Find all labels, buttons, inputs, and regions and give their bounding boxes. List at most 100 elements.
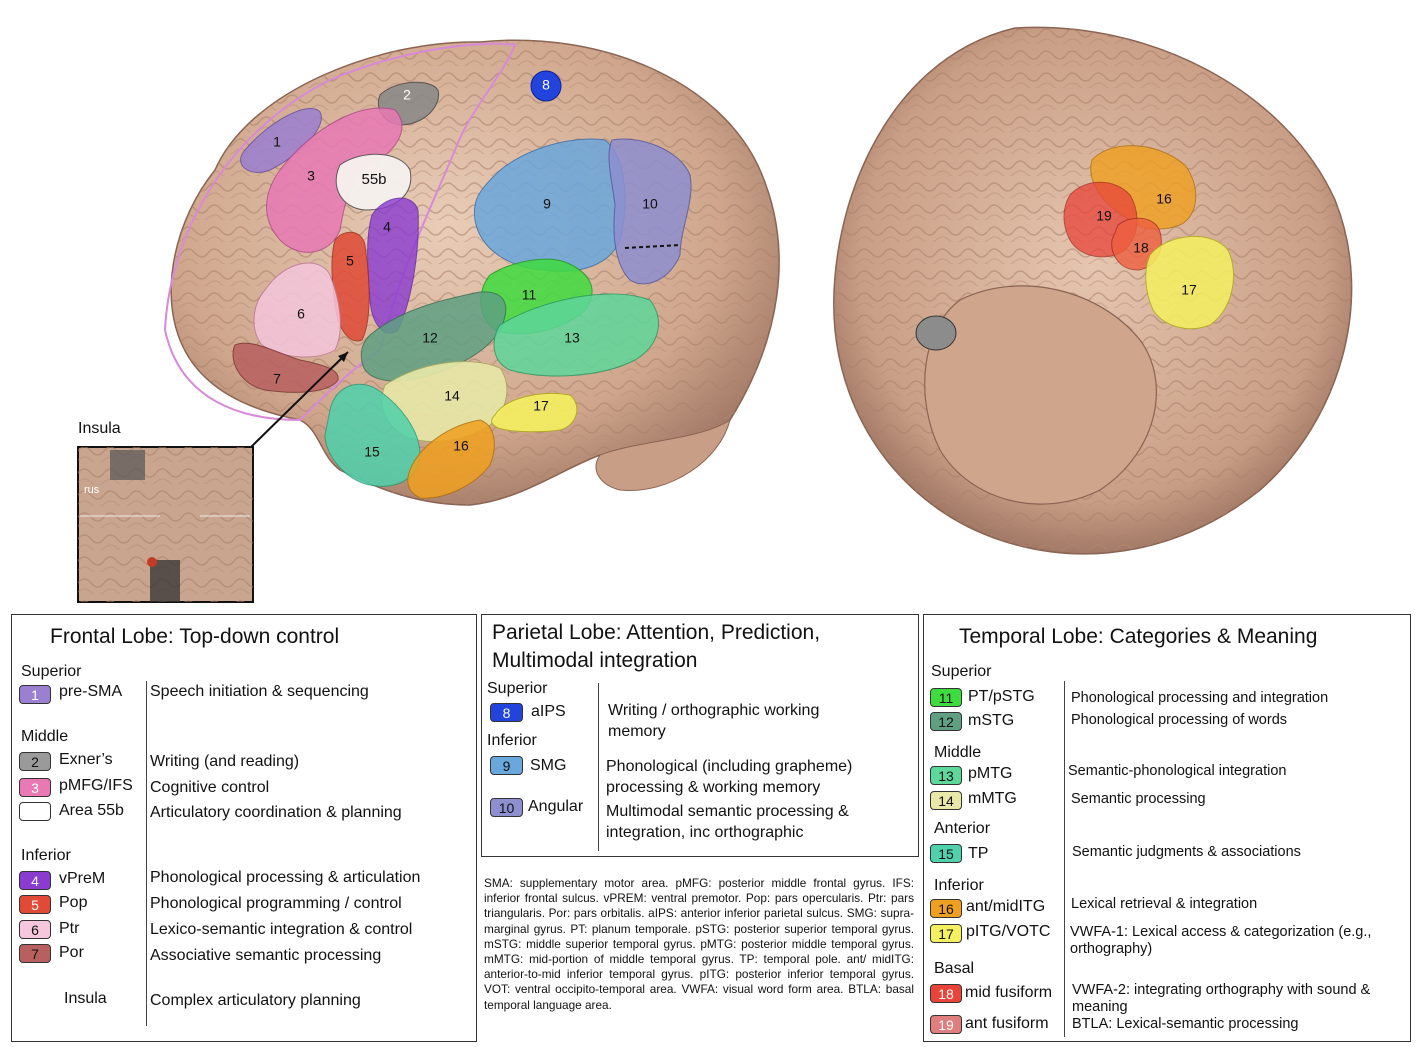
region-12 [360, 291, 507, 382]
ventral-label-19: 19 [1096, 208, 1112, 224]
region-label-17: 17 [533, 398, 549, 414]
cerebellum [595, 418, 731, 491]
temporal-abbr-pt: PT/pSTG [968, 688, 1035, 705]
region-label-1: 1 [273, 134, 281, 150]
frontal-desc-exner: Writing (and reading) [150, 753, 300, 770]
ventral-brain [833, 26, 1353, 555]
frontal-desc-vprem: Phonological processing & articulation [150, 869, 421, 886]
temporal-desc-ant-fusiform: BTLA: Lexical-semantic processing [1072, 1016, 1299, 1032]
parietal-panel: Parietal Lobe: Attention, Prediction, Mu… [481, 614, 919, 857]
parietal-abbr-aips: aIPS [531, 703, 566, 720]
parietal-title-line2: Multimodal integration [492, 649, 698, 672]
temporal-desc-mstg: Phonological processing of words [1071, 712, 1288, 728]
frontal-desc-pre-sma: Speech initiation & sequencing [150, 683, 369, 700]
ventral-cerebellum [924, 285, 1157, 505]
lateral-labels: 1 2 3 55b 4 5 6 7 8 9 10 11 12 13 14 15 … [273, 77, 658, 460]
temporal-abbr-pitg: pITG/VOTC [966, 923, 1051, 940]
badge-10: 10 [490, 798, 523, 817]
insula-inset-instrument-top [110, 450, 145, 480]
region-label-5: 5 [346, 253, 354, 269]
brain-illustrations: 1 2 3 55b 4 5 6 7 8 9 10 11 12 13 14 15 … [77, 26, 1353, 603]
frontal-desc-ptr: Lexico-semantic integration & control [150, 921, 413, 938]
parietal-desc-aips-1: Writing / orthographic working [608, 702, 820, 719]
temporal-desc-pmtg: Semantic-phonological integration [1068, 763, 1287, 779]
temporal-abbr-ant-itg: ant/midITG [966, 898, 1046, 915]
temporal-desc-tp: Semantic judgments & associations [1072, 844, 1301, 860]
parietal-superior-heading: Superior [487, 680, 548, 697]
insula-arrow [249, 351, 349, 449]
parietal-divider [598, 683, 599, 851]
parietal-title-line1: Parietal Lobe: Attention, Prediction, [492, 621, 821, 644]
temporal-desc-pitg-1: VWFA-1: Lexical access & categorization … [1070, 924, 1372, 940]
region-label-10: 10 [642, 196, 658, 212]
temporal-abbr-mid-fusiform: mid fusiform [965, 984, 1053, 1001]
frontal-abbr-pmfg: pMFG/IFS [59, 777, 133, 794]
badge-4: 4 [19, 871, 51, 890]
badge-1: 1 [19, 685, 51, 704]
temporal-desc-mid-fusiform-1: VWFA-2: integrating orthography with sou… [1072, 982, 1371, 998]
badge-3: 3 [19, 778, 51, 797]
frontal-abbr-ptr: Ptr [59, 920, 80, 937]
frontal-abbr-area55b: Area 55b [59, 802, 124, 819]
ventral-brainstem-cut [915, 315, 957, 351]
temporal-basal-heading: Basal [934, 960, 975, 977]
parietal-desc-angular-1: Multimodal semantic processing & [606, 803, 849, 820]
region-label-16: 16 [453, 438, 469, 454]
insula-inset-instrument-bottom [150, 560, 180, 602]
frontal-desc-pop: Phonological programming / control [150, 895, 402, 912]
frontal-panel: Frontal Lobe: Top-down control Superior … [11, 614, 477, 1042]
ventral-regions [1063, 145, 1235, 330]
frontal-abbr-insula: Insula [64, 990, 107, 1007]
region-label-6: 6 [297, 306, 305, 322]
region-label-2: 2 [403, 87, 411, 103]
insula-inset-text: rus [84, 484, 100, 496]
insula-inset-marker [147, 557, 157, 567]
frontal-title: Frontal Lobe: Top-down control [50, 625, 340, 648]
parietal-desc-aips-2: memory [608, 723, 666, 740]
insula-label: Insula [78, 420, 121, 437]
badge-2: 2 [19, 752, 51, 771]
badge-6: 6 [19, 920, 51, 939]
frontal-desc-pmfg: Cognitive control [150, 779, 270, 796]
badge-16: 16 [930, 899, 962, 918]
region-13 [493, 293, 659, 377]
frontal-abbr-exner: Exner’s [59, 751, 113, 768]
temporal-abbr-mstg: mSTG [968, 712, 1015, 729]
parietal-desc-smg-1: Phonological (including grapheme) [606, 758, 853, 775]
frontal-middle-heading: Middle [21, 728, 69, 745]
region-10 [608, 138, 692, 285]
frontal-inferior-heading: Inferior [21, 847, 71, 864]
region-7 [232, 342, 339, 393]
region-10-dashed-line [624, 244, 681, 249]
region-55b [335, 153, 412, 211]
region-label-11: 11 [522, 287, 537, 303]
badge-12: 12 [930, 712, 962, 731]
frontal-lobe-outline [163, 42, 517, 422]
badge-17: 17 [930, 924, 962, 943]
badge-18: 18 [930, 984, 962, 1003]
temporal-abbr-pmtg: pMTG [968, 765, 1013, 782]
badge-14: 14 [930, 791, 962, 810]
abbreviation-glossary: SMA: supplementary motor area. pMFG: pos… [484, 876, 914, 1012]
temporal-superior-heading: Superior [931, 663, 992, 680]
lateral-regions [232, 70, 692, 499]
insula-arrowhead [338, 352, 348, 362]
region-8 [530, 70, 562, 102]
region-1 [240, 107, 322, 173]
insula-inset: rus [77, 446, 254, 603]
badge-15: 15 [930, 844, 962, 863]
region-label-9: 9 [543, 196, 551, 212]
parietal-desc-smg-2: processing & working memory [606, 779, 821, 796]
badge-19: 19 [930, 1015, 962, 1034]
temporal-desc-pt: Phonological processing and integration [1071, 690, 1329, 706]
ventral-label-18: 18 [1133, 240, 1149, 256]
parietal-abbr-smg: SMG [530, 757, 567, 774]
region-label-55b: 55b [361, 171, 386, 188]
region-label-7: 7 [273, 371, 281, 387]
temporal-inferior-heading: Inferior [934, 877, 984, 894]
region-label-15: 15 [364, 444, 380, 460]
frontal-superior-heading: Superior [21, 663, 82, 680]
temporal-anterior-heading: Anterior [934, 820, 991, 837]
parietal-desc-angular-2: integration, inc orthographic [606, 824, 804, 841]
region-17 [491, 393, 578, 433]
